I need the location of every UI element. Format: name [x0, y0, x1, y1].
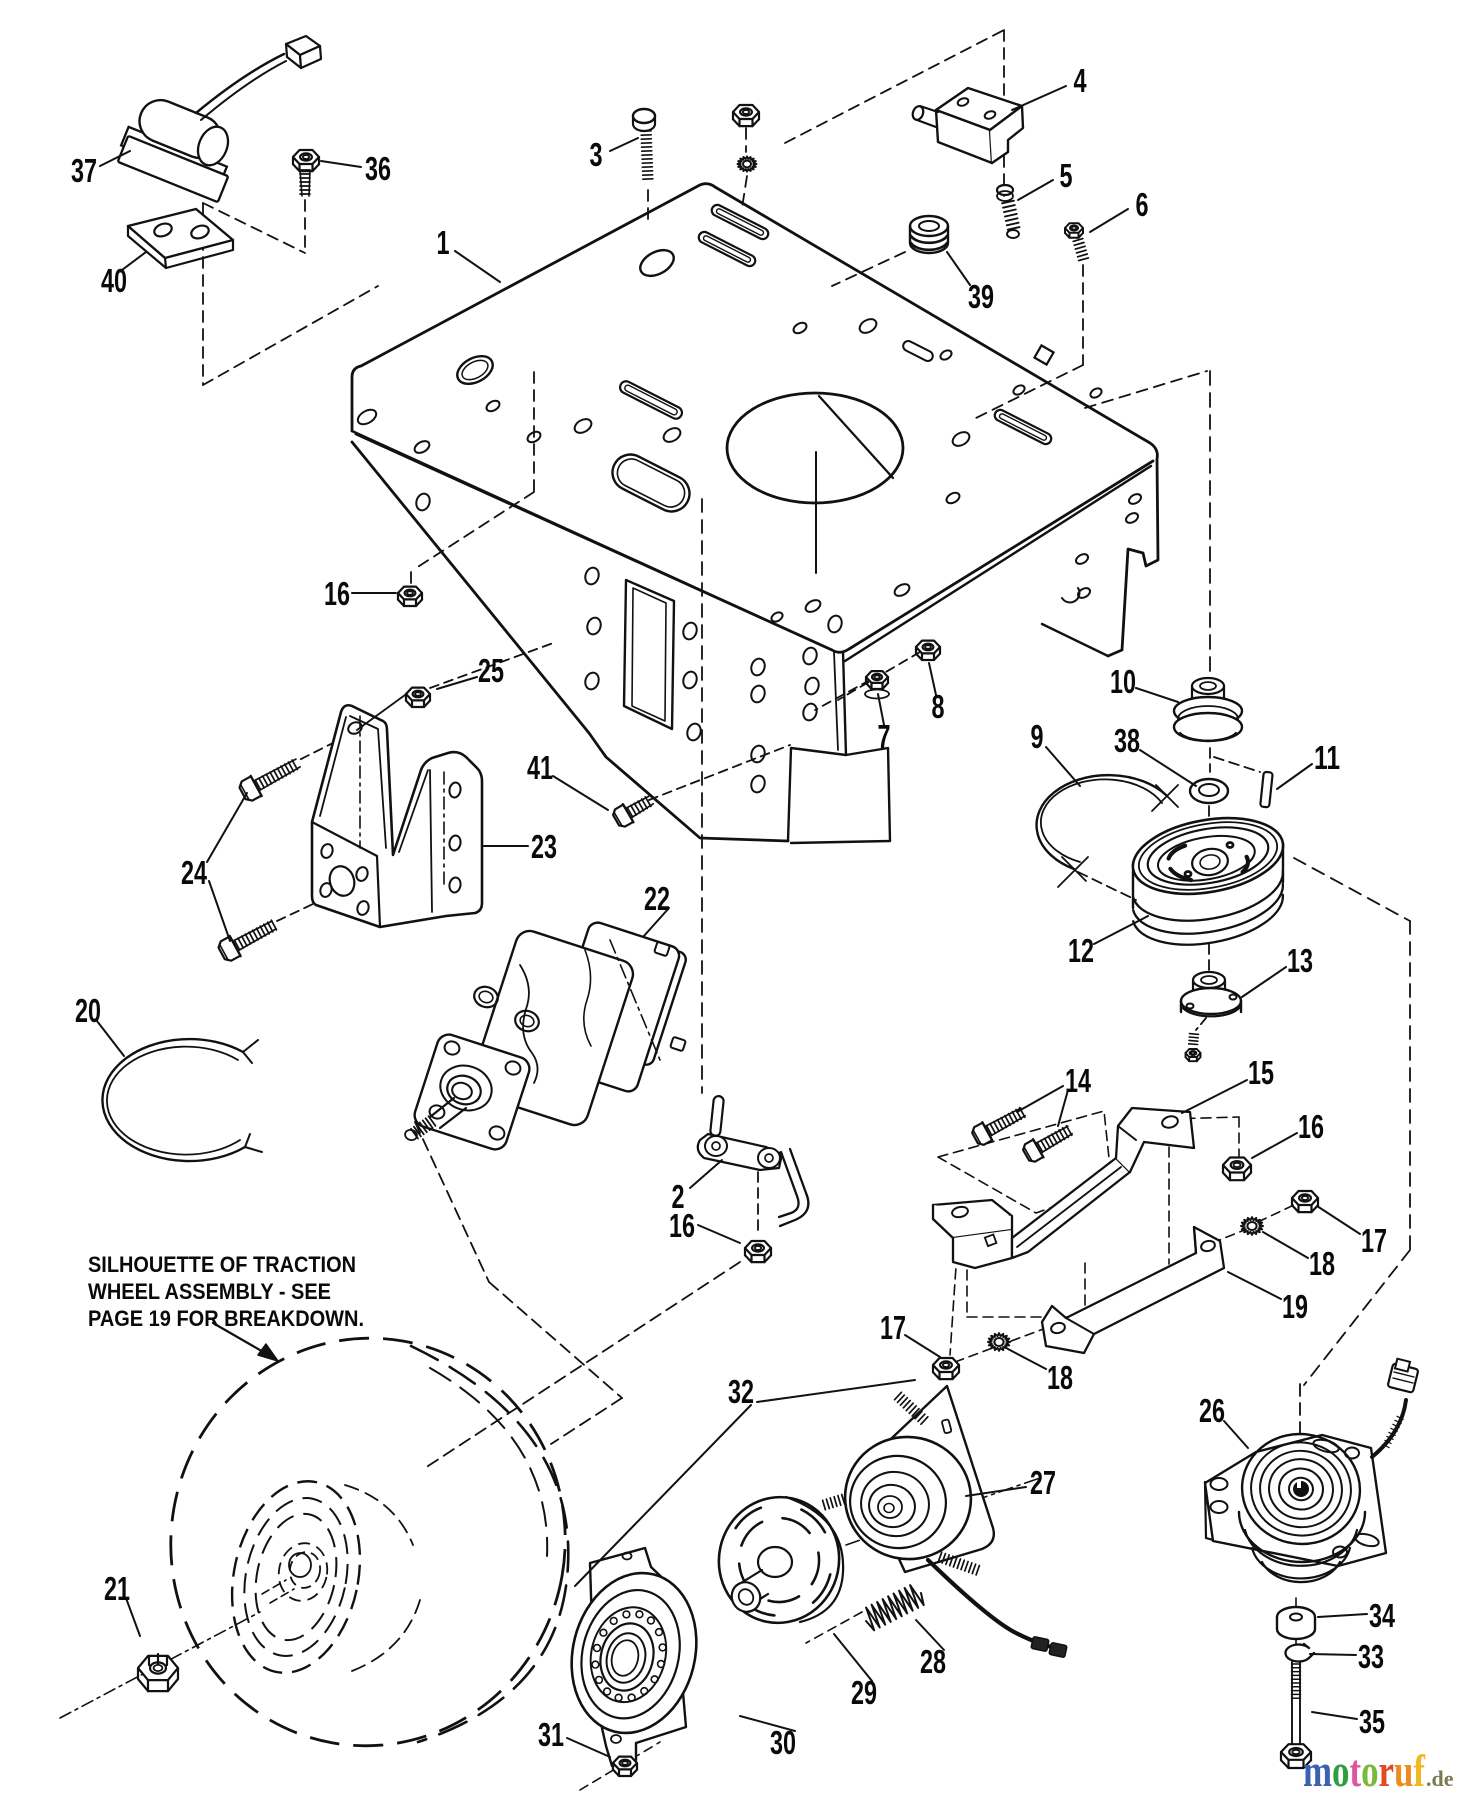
- svg-text:2: 2: [672, 1178, 685, 1215]
- svg-text:41: 41: [527, 749, 553, 786]
- svg-text:3: 3: [590, 136, 603, 173]
- svg-text:25: 25: [478, 652, 504, 689]
- svg-text:18: 18: [1309, 1245, 1335, 1282]
- svg-text:13: 13: [1287, 942, 1313, 979]
- svg-text:34: 34: [1369, 1597, 1395, 1634]
- svg-text:26: 26: [1199, 1392, 1225, 1429]
- svg-text:31: 31: [538, 1716, 564, 1753]
- svg-text:30: 30: [770, 1724, 796, 1761]
- svg-text:.de: .de: [1426, 1766, 1454, 1791]
- svg-text:PAGE 19 FOR BREAKDOWN.: PAGE 19 FOR BREAKDOWN.: [88, 1306, 364, 1331]
- svg-text:17: 17: [1361, 1222, 1387, 1259]
- svg-text:10: 10: [1110, 663, 1136, 700]
- svg-text:37: 37: [71, 152, 97, 189]
- svg-text:17: 17: [880, 1309, 906, 1346]
- svg-text:6: 6: [1136, 186, 1149, 223]
- svg-text:24: 24: [181, 854, 207, 891]
- svg-text:18: 18: [1047, 1359, 1073, 1396]
- svg-text:14: 14: [1065, 1062, 1091, 1099]
- svg-text:SILHOUETTE OF TRACTION: SILHOUETTE OF TRACTION: [88, 1252, 356, 1277]
- svg-text:32: 32: [728, 1373, 754, 1410]
- svg-text:15: 15: [1248, 1054, 1274, 1091]
- svg-text:8: 8: [932, 688, 945, 725]
- svg-text:11: 11: [1314, 739, 1340, 776]
- svg-text:16: 16: [324, 575, 350, 612]
- svg-text:21: 21: [104, 1570, 130, 1607]
- svg-text:19: 19: [1282, 1288, 1308, 1325]
- svg-text:WHEEL ASSEMBLY - SEE: WHEEL ASSEMBLY - SEE: [88, 1279, 331, 1304]
- svg-text:4: 4: [1074, 62, 1087, 99]
- svg-text:22: 22: [644, 880, 670, 917]
- svg-text:38: 38: [1114, 722, 1140, 759]
- svg-text:5: 5: [1060, 157, 1073, 194]
- svg-text:28: 28: [920, 1643, 946, 1680]
- svg-text:29: 29: [851, 1674, 877, 1711]
- svg-text:36: 36: [365, 150, 391, 187]
- svg-text:20: 20: [75, 992, 101, 1029]
- svg-text:27: 27: [1030, 1464, 1056, 1501]
- svg-text:35: 35: [1359, 1703, 1385, 1740]
- svg-text:7: 7: [878, 718, 891, 755]
- svg-text:16: 16: [1298, 1108, 1324, 1145]
- svg-text:12: 12: [1068, 932, 1094, 969]
- svg-text:9: 9: [1031, 718, 1044, 755]
- svg-text:23: 23: [531, 828, 557, 865]
- svg-text:40: 40: [101, 262, 127, 299]
- svg-text:33: 33: [1358, 1638, 1384, 1675]
- svg-text:1: 1: [437, 224, 450, 261]
- svg-text:39: 39: [968, 278, 994, 315]
- svg-text:16: 16: [669, 1207, 695, 1244]
- svg-text:motoruf: motoruf: [1303, 1745, 1426, 1796]
